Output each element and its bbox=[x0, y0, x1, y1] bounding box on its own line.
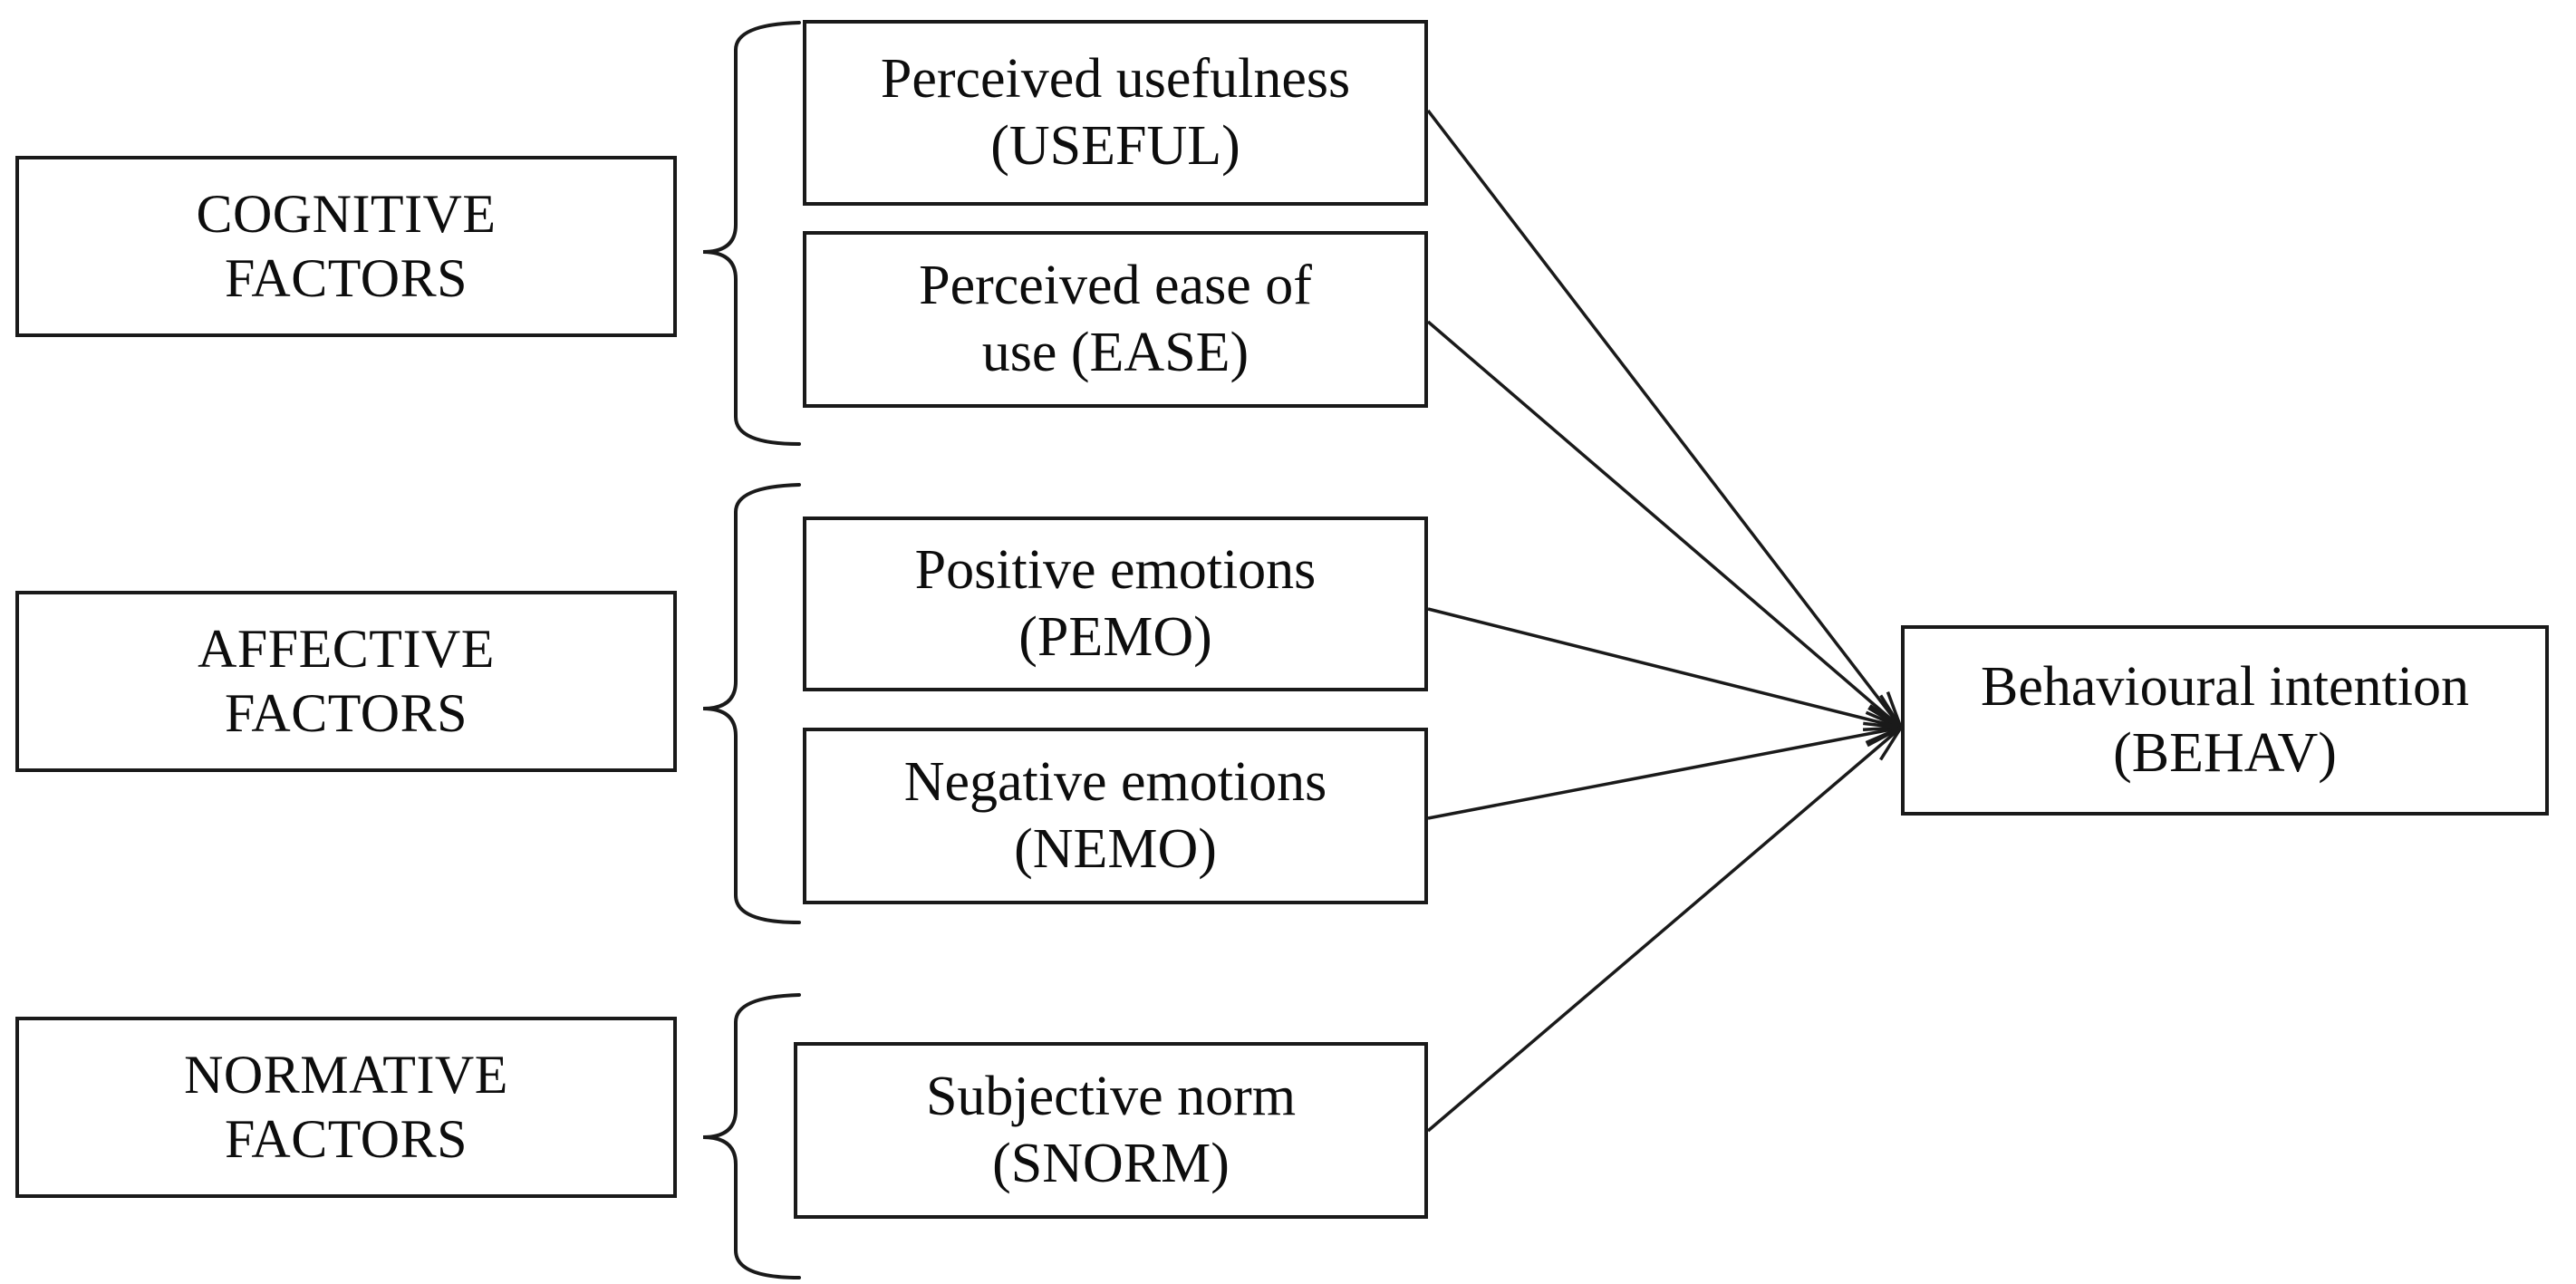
brace-cognitive bbox=[702, 21, 801, 446]
concept-box-useful[interactable]: Perceived usefulness (USEFUL) bbox=[803, 20, 1428, 206]
group-box-normative[interactable]: NORMATIVE FACTORS bbox=[15, 1017, 677, 1198]
group-label-cognitive: COGNITIVE FACTORS bbox=[196, 184, 497, 308]
arrow-group bbox=[1426, 109, 1906, 1133]
brace-affective bbox=[702, 483, 801, 924]
arrow-ease-to-behav bbox=[1426, 320, 1903, 729]
concept-box-ease[interactable]: Perceived ease of use (EASE) bbox=[803, 231, 1428, 408]
outcome-label-behav: Behavioural intention (BEHAV) bbox=[1981, 655, 2469, 784]
arrow-pemo-to-behav bbox=[1427, 607, 1902, 729]
group-label-affective: AFFECTIVE FACTORS bbox=[198, 619, 495, 743]
concept-label-useful: Perceived usefulness (USEFUL) bbox=[880, 48, 1351, 177]
arrow-nemo-to-behav bbox=[1427, 726, 1902, 820]
concept-box-pemo[interactable]: Positive emotions (PEMO) bbox=[803, 516, 1428, 691]
concept-label-ease: Perceived ease of use (EASE) bbox=[919, 255, 1312, 383]
concept-box-snorm[interactable]: Subjective norm (SNORM) bbox=[794, 1042, 1428, 1219]
brace-group bbox=[702, 21, 801, 1279]
outcome-box-behav[interactable]: Behavioural intention (BEHAV) bbox=[1901, 625, 2549, 816]
group-label-normative: NORMATIVE FACTORS bbox=[184, 1045, 508, 1169]
group-box-affective[interactable]: AFFECTIVE FACTORS bbox=[15, 591, 677, 772]
concept-box-nemo[interactable]: Negative emotions (NEMO) bbox=[803, 728, 1428, 904]
concept-label-snorm: Subjective norm (SNORM) bbox=[925, 1066, 1297, 1194]
brace-normative bbox=[702, 993, 801, 1279]
group-box-cognitive[interactable]: COGNITIVE FACTORS bbox=[15, 156, 677, 337]
arrow-useful-to-behav bbox=[1426, 109, 1903, 729]
arrow-snorm-to-behav bbox=[1426, 726, 1903, 1133]
concept-label-pemo: Positive emotions (PEMO) bbox=[914, 539, 1317, 668]
concept-label-nemo: Negative emotions (NEMO) bbox=[903, 751, 1327, 880]
